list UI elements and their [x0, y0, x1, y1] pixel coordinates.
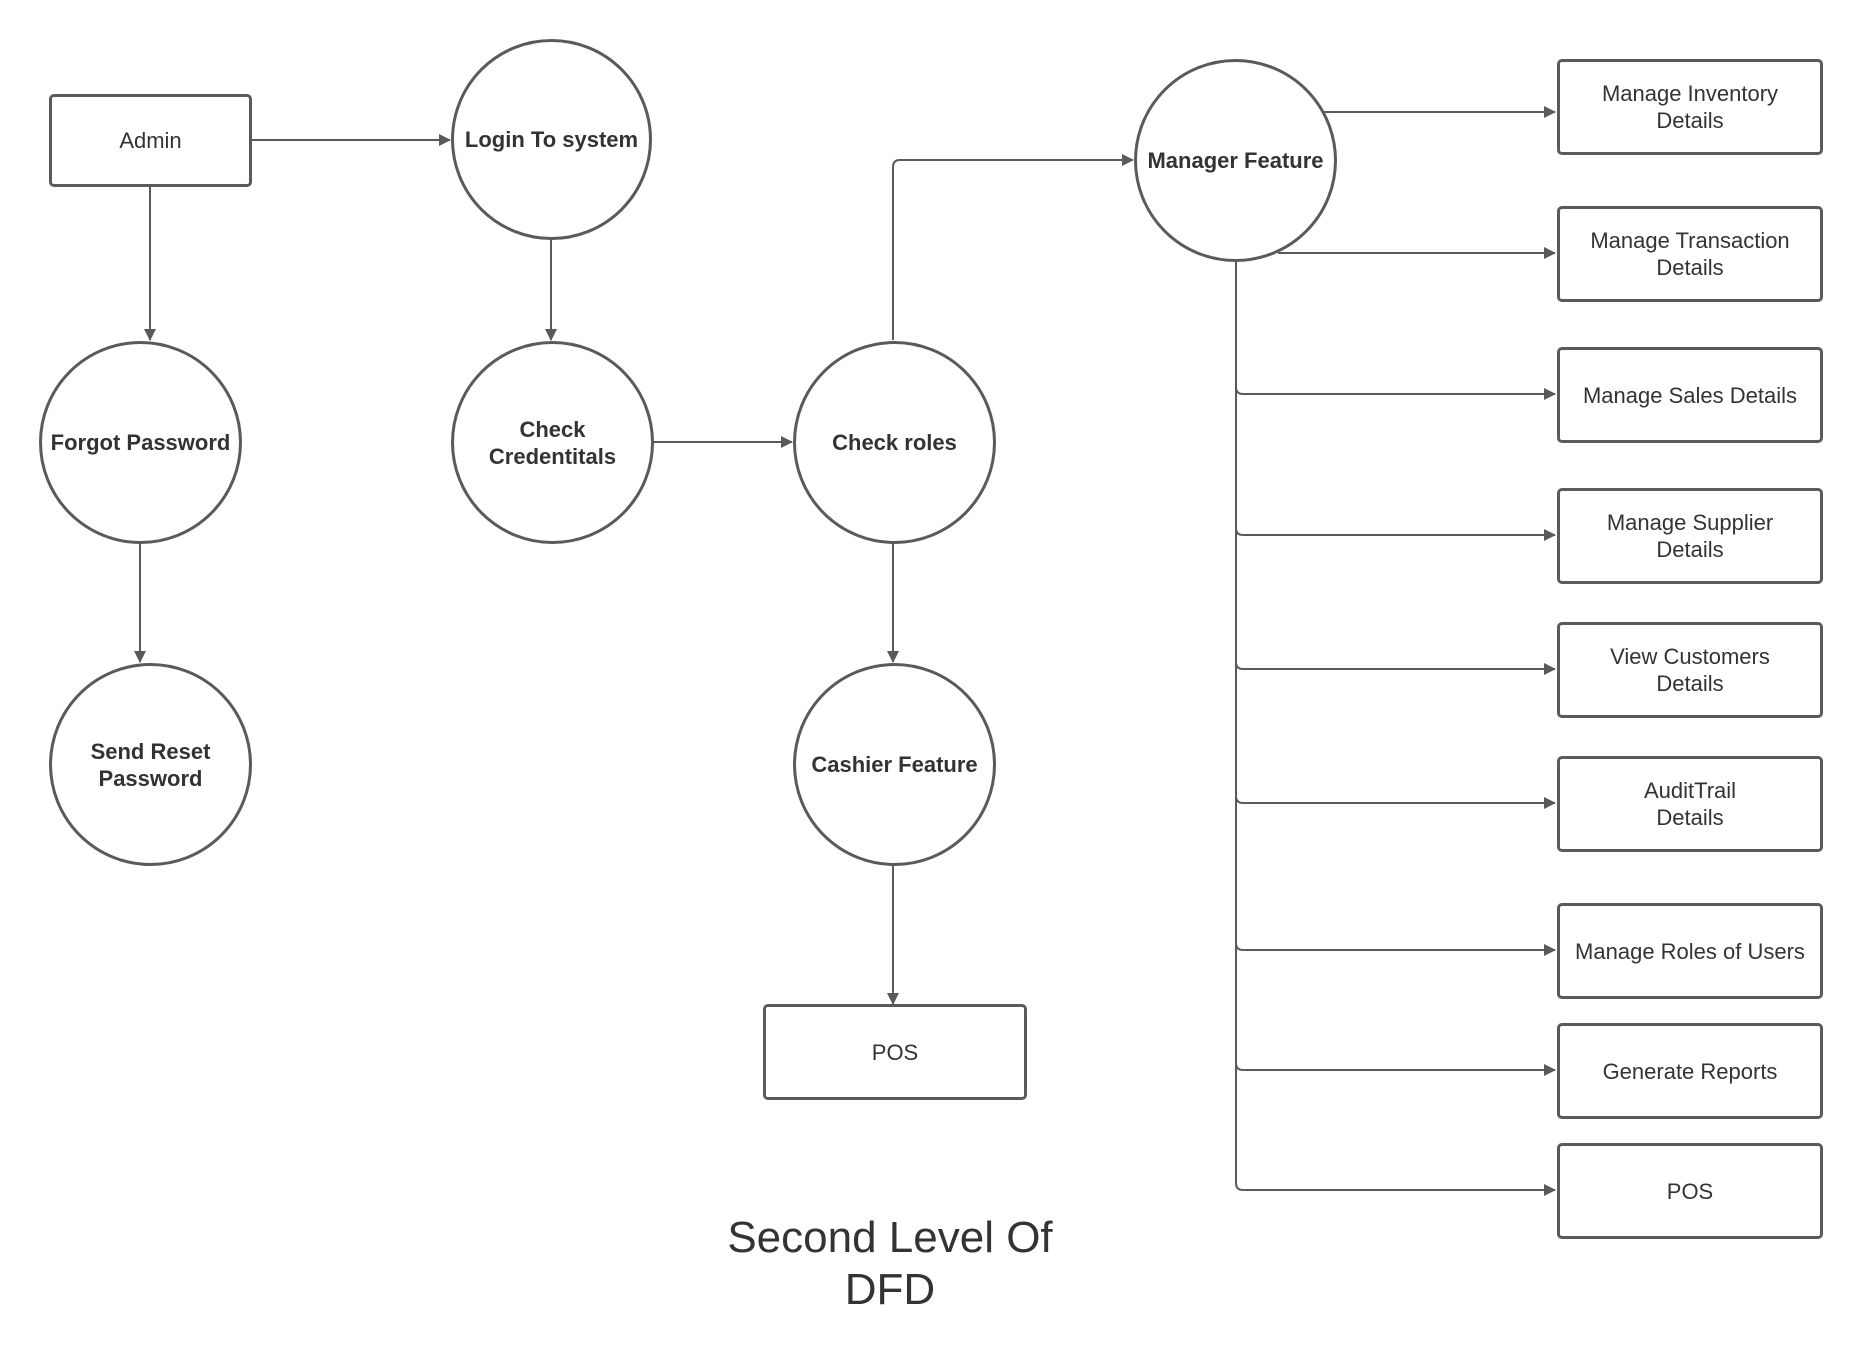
arrow-roles-to-manager [892, 154, 1134, 340]
arrow-manager-to-sales [1235, 386, 1556, 400]
check-roles-process: Check roles [793, 341, 996, 544]
manage-sales-details: Manage Sales Details [1557, 347, 1823, 443]
arrow-manager-to-roles [1235, 942, 1556, 956]
arrow-manager-to-audit [1235, 795, 1556, 809]
manage-roles-of-users: Manage Roles of Users [1557, 903, 1823, 999]
arrow-manager-to-reports [1235, 1062, 1556, 1076]
diagram-title: Second Level Of DFD [727, 1213, 1053, 1314]
login-process: Login To system [451, 39, 652, 240]
check-credentials-process: Check Credentitals [451, 341, 654, 544]
manager-feature-process: Manager Feature [1134, 59, 1337, 262]
view-customers-details: View Customers Details [1557, 622, 1823, 718]
admin-entity: Admin [49, 94, 252, 187]
arrow-manager-to-customers [1235, 661, 1556, 675]
generate-reports: Generate Reports [1557, 1023, 1823, 1119]
arrow-manager-to-pos [1235, 1182, 1556, 1196]
cashier-feature-process: Cashier Feature [793, 663, 996, 866]
manage-supplier-details: Manage Supplier Details [1557, 488, 1823, 584]
audit-trail-details: AuditTrail Details [1557, 756, 1823, 852]
manage-transaction-details: Manage Transaction Details [1557, 206, 1823, 302]
pos-cashier-entity: POS [763, 1004, 1027, 1100]
send-reset-password-process: Send Reset Password [49, 663, 252, 866]
manage-inventory-details: Manage Inventory Details [1557, 59, 1823, 155]
arrow-manager-to-supplier [1235, 527, 1556, 541]
pos-manager-entity: POS [1557, 1143, 1823, 1239]
forgot-password-process: Forgot Password [39, 341, 242, 544]
